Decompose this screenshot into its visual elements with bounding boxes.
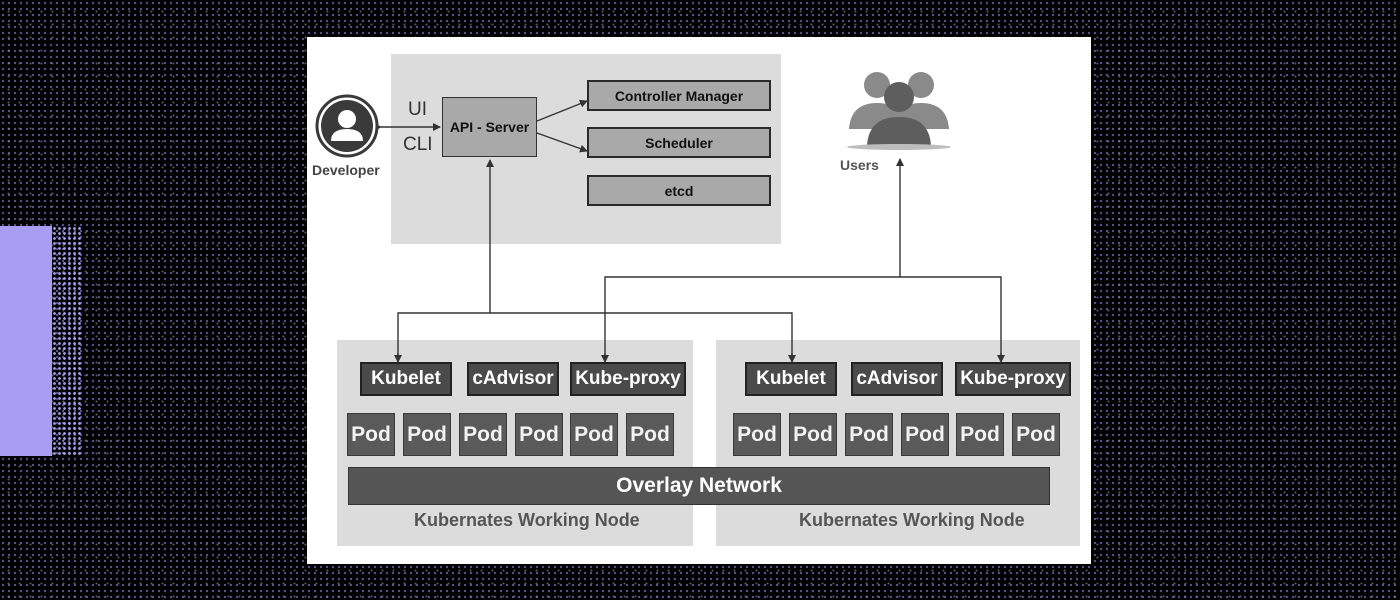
- pod-box: Pod: [956, 413, 1004, 456]
- etcd-box: etcd: [587, 175, 771, 206]
- pod-box: Pod: [1012, 413, 1060, 456]
- overlay-network-bar: Overlay Network: [348, 467, 1050, 505]
- pod-box: Pod: [347, 413, 395, 456]
- node-caption: Kubernates Working Node: [414, 510, 640, 530]
- pod-box: Pod: [570, 413, 618, 456]
- cli-label: CLI: [403, 134, 433, 155]
- api-server-box: API - Server: [442, 97, 537, 157]
- pod-box: Pod: [626, 413, 674, 456]
- background-glow-dots: [52, 226, 82, 456]
- pod-box: Pod: [845, 413, 893, 456]
- connector-lines: [374, 99, 1005, 363]
- pod-box: Pod: [403, 413, 451, 456]
- kube-proxy-box: Kube-proxy: [955, 362, 1071, 396]
- pod-box: Pod: [901, 413, 949, 456]
- pod-box: Pod: [789, 413, 837, 456]
- user-icon: [315, 94, 379, 158]
- scheduler-box: Scheduler: [587, 127, 771, 158]
- developer-avatar: [315, 94, 379, 158]
- users-group: [837, 67, 961, 151]
- pod-box: Pod: [515, 413, 563, 456]
- ui-label: UI: [408, 99, 427, 120]
- kubelet-box: Kubelet: [745, 362, 837, 396]
- cadvisor-box: cAdvisor: [467, 362, 559, 396]
- users-icon: [847, 72, 951, 150]
- users-label: Users: [840, 157, 879, 173]
- node-caption: Kubernates Working Node: [799, 510, 1025, 530]
- kubelet-box: Kubelet: [360, 362, 452, 396]
- pod-box: Pod: [733, 413, 781, 456]
- pod-box: Pod: [459, 413, 507, 456]
- architecture-diagram: Developer UI CLI API - Server Controller…: [307, 37, 1091, 564]
- developer-label: Developer: [312, 162, 380, 178]
- cadvisor-box: cAdvisor: [851, 362, 943, 396]
- background-glow: [0, 226, 52, 456]
- controller-manager-box: Controller Manager: [587, 80, 771, 111]
- kube-proxy-box: Kube-proxy: [570, 362, 686, 396]
